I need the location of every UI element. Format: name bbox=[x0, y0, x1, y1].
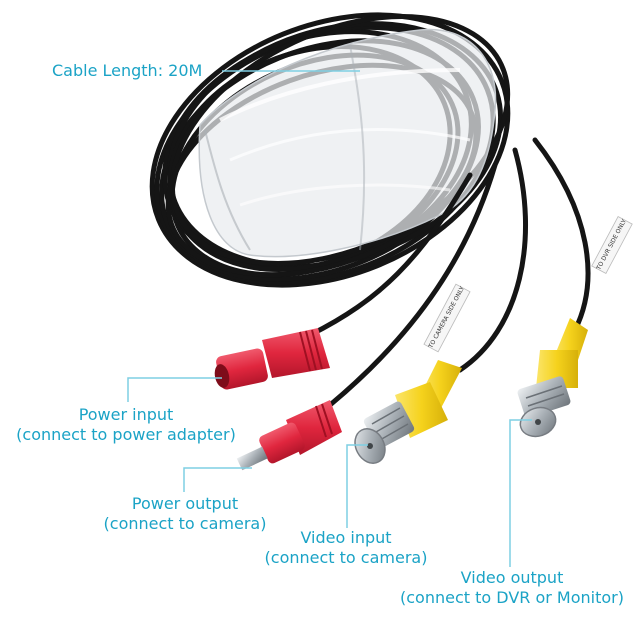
video-input-title: Video input bbox=[300, 528, 392, 547]
power-output-label: Power output (connect to camera) bbox=[94, 494, 276, 534]
leader-line-video-input bbox=[346, 444, 368, 528]
leader-line-video-output bbox=[509, 419, 532, 567]
power-output-subtitle: (connect to camera) bbox=[103, 514, 267, 533]
video-input-connector bbox=[354, 360, 462, 464]
power-input-subtitle: (connect to power adapter) bbox=[16, 425, 236, 444]
leader-line-power-input bbox=[127, 377, 222, 402]
video-output-title: Video output bbox=[460, 568, 564, 587]
power-input-connector bbox=[214, 328, 330, 390]
video-output-connector bbox=[517, 318, 588, 438]
leader-line-power-output bbox=[183, 467, 252, 492]
power-input-title: Power input bbox=[78, 405, 174, 424]
video-input-subtitle: (connect to camera) bbox=[264, 548, 428, 567]
cable-leads bbox=[307, 137, 591, 408]
cable-tag-dvr-side bbox=[591, 215, 633, 275]
video-input-label: Video input (connect to camera) bbox=[256, 528, 436, 568]
cable-length-label: Cable Length: 20M bbox=[52, 61, 202, 81]
plastic-wrap bbox=[198, 28, 497, 258]
leader-lines bbox=[127, 70, 532, 567]
power-output-title: Power output bbox=[131, 494, 239, 513]
power-input-label: Power input (connect to power adapter) bbox=[10, 405, 242, 445]
cable-tag-camera-side bbox=[423, 283, 471, 353]
power-output-connector bbox=[236, 400, 342, 471]
video-output-subtitle: (connect to DVR or Monitor) bbox=[400, 588, 624, 607]
cable-length-text: Cable Length: 20M bbox=[52, 61, 203, 80]
video-output-label: Video output (connect to DVR or Monitor) bbox=[388, 568, 636, 608]
